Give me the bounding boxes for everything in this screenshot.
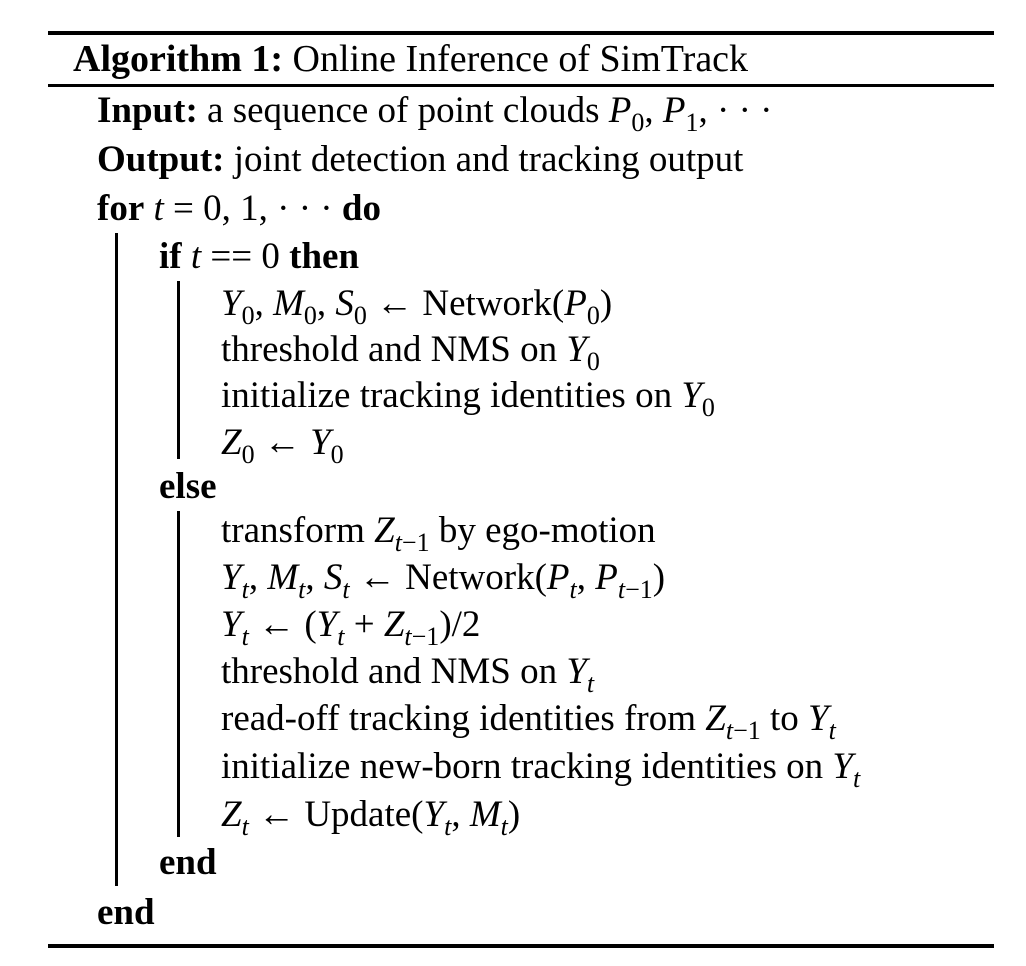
- network-label-2: Network: [405, 557, 535, 598]
- readoff-to: to: [770, 698, 799, 739]
- else-line: else: [159, 465, 217, 509]
- update-args: (Yt, Mt): [411, 794, 521, 841]
- end-if-keyword: end: [159, 842, 217, 883]
- threshold-text-2: threshold and NMS on: [221, 651, 558, 692]
- if-line: if t == 0 then: [159, 235, 359, 279]
- for-line: for t = 0, 1, · · · do: [97, 187, 381, 231]
- init-ids-text: initialize tracking identities on: [221, 375, 673, 416]
- else-network-lhs: Yt, Mt, St ←: [221, 557, 406, 604]
- assign-math: Z0 ← Y0: [221, 422, 344, 469]
- end-if-line: end: [159, 841, 217, 885]
- if-keyword: if: [159, 236, 182, 277]
- algorithm-label: Algorithm 1:: [73, 38, 284, 80]
- else-step-average: Yt ← (Yt + Zt−1)/2: [221, 603, 481, 651]
- if-step-network-args: (P0): [551, 283, 613, 330]
- if-step-init-ids: initialize tracking identities on Y0: [221, 374, 715, 422]
- else-step-update: Zt ← Update(Yt, Mt): [221, 793, 521, 841]
- input-math: P0, P1, · · ·: [608, 90, 773, 137]
- else-step-readoff: read-off tracking identities from Zt−1 t…: [221, 697, 836, 745]
- network-label: Network: [422, 283, 552, 324]
- if-step-threshold: threshold and NMS on Y0: [221, 328, 600, 376]
- input-line: Input: a sequence of point clouds P0, P1…: [97, 89, 773, 137]
- else-step-init-newborn: initialize new-born tracking identities …: [221, 745, 861, 793]
- do-keyword: do: [341, 188, 381, 229]
- output-keyword: Output:: [97, 139, 225, 180]
- algorithm-title: Algorithm 1: Online Inference of SimTrac…: [73, 36, 748, 82]
- readoff-math-to: Yt: [808, 698, 836, 745]
- update-lhs: Zt ←: [221, 794, 305, 841]
- transform-math: Zt−1: [374, 510, 430, 557]
- if-step-network-lhs: Y0, M0, S0 ←: [221, 283, 423, 330]
- input-text: a sequence of point clouds: [207, 90, 600, 131]
- for-math: t = 0, 1, · · ·: [153, 188, 333, 229]
- if-step-assign: Z0 ← Y0: [221, 421, 344, 469]
- algorithm-name: Online Inference of SimTrack: [292, 38, 749, 80]
- average-math: Yt ← (Yt + Zt−1)/2: [221, 604, 481, 651]
- init-newborn-math: Yt: [832, 746, 861, 793]
- else-step-threshold: threshold and NMS on Yt: [221, 650, 595, 698]
- end-for-keyword: end: [97, 892, 155, 933]
- threshold-math: Y0: [566, 329, 600, 376]
- else-keyword: else: [159, 466, 217, 507]
- readoff-math-from: Zt−1: [705, 698, 761, 745]
- init-newborn-text: initialize new-born tracking identities …: [221, 746, 824, 787]
- header-rule: [48, 84, 994, 87]
- update-label: Update: [304, 794, 412, 835]
- output-text: joint detection and tracking output: [233, 139, 744, 180]
- threshold-text: threshold and NMS on: [221, 329, 558, 370]
- else-block-bar: [177, 511, 180, 837]
- transform-text: transform: [221, 510, 365, 551]
- bottom-rule: [48, 944, 994, 948]
- init-ids-math: Y0: [681, 375, 715, 422]
- output-line: Output: joint detection and tracking out…: [97, 138, 743, 182]
- readoff-text: read-off tracking identities from: [221, 698, 697, 739]
- ego-motion-text: by ego-motion: [438, 510, 656, 551]
- else-step-transform: transform Zt−1 by ego-motion: [221, 509, 656, 557]
- else-step-network: Yt, Mt, St ← Network(Pt, Pt−1): [221, 556, 666, 604]
- if-step-network: Y0, M0, S0 ← Network(P0): [221, 282, 613, 330]
- input-keyword: Input:: [97, 90, 198, 131]
- if-condition: t == 0: [190, 236, 280, 277]
- top-rule: [48, 31, 994, 35]
- end-for-line: end: [97, 891, 155, 935]
- for-block-bar: [115, 233, 118, 886]
- for-keyword: for: [97, 188, 145, 229]
- if-block-bar: [177, 281, 180, 459]
- then-keyword: then: [289, 236, 360, 277]
- threshold-math-2: Yt: [566, 651, 595, 698]
- else-network-args: (Pt, Pt−1): [534, 557, 666, 604]
